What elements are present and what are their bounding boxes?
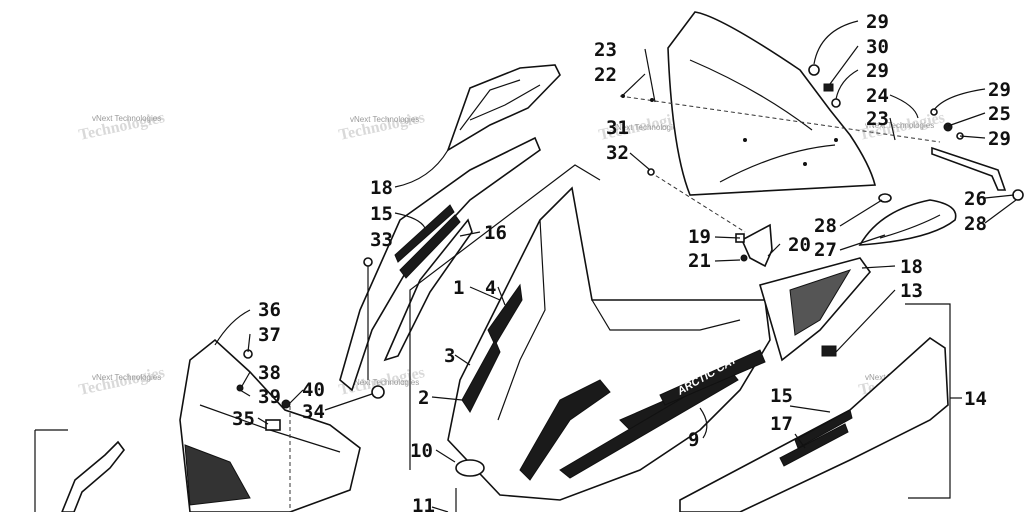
watermark-text: vNext Technologies [865, 121, 934, 130]
panel-14-bracket [905, 303, 951, 499]
callout-28: 28 [964, 213, 987, 235]
callout-25: 25 [988, 103, 1011, 125]
callout-22: 22 [594, 64, 617, 86]
side-panel-left [339, 136, 541, 399]
hood: ARCTIC CAT [447, 186, 771, 501]
left-bar [34, 429, 126, 512]
windshield-bolt-line [619, 95, 941, 143]
watermark-text: vNext Technologies [612, 123, 681, 132]
callout-10: 10 [410, 440, 433, 462]
callout-32: 32 [606, 142, 629, 164]
callout-29: 29 [988, 128, 1011, 150]
callout-13: 13 [900, 280, 923, 302]
callout-15: 15 [370, 203, 393, 225]
callout-18: 18 [900, 256, 923, 278]
watermark-text: vNext Technologies [350, 378, 419, 387]
callout-36: 36 [258, 299, 281, 321]
callout-37: 37 [258, 324, 281, 346]
callout-24: 24 [866, 85, 889, 107]
bracket [735, 223, 773, 268]
watermark-text: vNext Technologies [92, 373, 161, 382]
callout-29: 29 [988, 79, 1011, 101]
callout-26: 26 [964, 188, 987, 210]
callout-33: 33 [370, 229, 393, 251]
callouts: 29 30 29 23 22 24 23 29 25 29 31 32 18 1… [232, 11, 1011, 512]
windshield [667, 11, 877, 196]
callout-23: 23 [594, 39, 617, 61]
mirror [858, 193, 957, 246]
callout-9: 9 [688, 429, 699, 451]
callout-39: 39 [258, 386, 281, 408]
windshield-hardware [621, 64, 1024, 201]
watermark-text: vNext Technologies [92, 114, 161, 123]
callout-34: 34 [302, 401, 325, 423]
callout-2: 2 [418, 387, 429, 409]
callout-17: 17 [770, 413, 793, 435]
callout-27: 27 [814, 239, 837, 261]
watermark-text: vNext Technologies [350, 115, 419, 124]
windshield-bracket-line [649, 171, 746, 233]
screw-33 [363, 257, 373, 267]
callout-35: 35 [232, 408, 255, 430]
callout-4: 4 [485, 277, 496, 299]
callout-30: 30 [866, 36, 889, 58]
leader-lines [214, 20, 1017, 512]
callout-3: 3 [444, 345, 455, 367]
callout-23: 23 [866, 108, 889, 130]
top-trim [446, 64, 561, 152]
hood-bracket-line [409, 164, 601, 470]
callout-21: 21 [688, 250, 711, 272]
front-nose [179, 338, 361, 512]
callout-1: 1 [453, 277, 464, 299]
callout-28: 28 [814, 215, 837, 237]
callout-16: 16 [484, 222, 507, 244]
side-vent-right [759, 257, 872, 362]
callout-15: 15 [770, 385, 793, 407]
callout-20: 20 [788, 234, 811, 256]
callout-31: 31 [606, 117, 629, 139]
callout-29: 29 [866, 11, 889, 33]
callout-11: 11 [412, 495, 435, 512]
callout-14: 14 [964, 388, 987, 410]
side-panel-right [679, 336, 949, 512]
callout-38: 38 [258, 362, 281, 384]
callout-18: 18 [370, 177, 393, 199]
callout-40: 40 [302, 379, 325, 401]
callout-29: 29 [866, 60, 889, 82]
callout-19: 19 [688, 226, 711, 248]
